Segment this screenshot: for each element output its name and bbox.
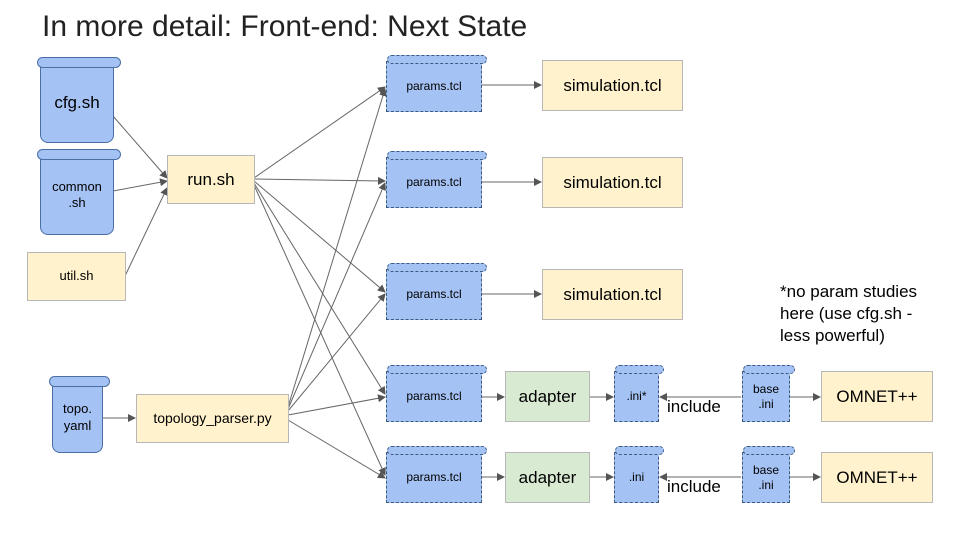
params-tcl-label: params.tcl [406,470,462,484]
edge-cfg-run [112,115,168,179]
edge-util-run [124,187,168,277]
params-tcl-label: params.tcl [406,287,462,301]
params-tcl-file-1: params.tcl [386,55,487,112]
common-sh-file: common .sh [37,149,121,235]
run-sh-label: run.sh [187,169,235,189]
simulation-tcl-box-1: simulation.tcl [542,60,683,111]
scroll-curl [743,446,795,455]
params-tcl-label: params.tcl [406,389,462,403]
scroll-curl [387,263,487,272]
page-title: In more detail: Front-end: Next State [42,10,528,43]
run-sh-box: run.sh [167,155,255,204]
edge-run-params4 [253,182,386,395]
scroll-curl [387,365,487,374]
simulation-tcl-label: simulation.tcl [563,284,662,304]
edge-parser-params1 [287,88,387,408]
params-tcl-label: params.tcl [406,79,462,93]
common-sh-label: common .sh [52,178,102,210]
base-ini-file-2: base .ini [742,446,795,503]
base-ini-file-1: base .ini [742,365,795,422]
topo-yaml-label: topo. yaml [63,401,92,433]
simulation-tcl-box-2: simulation.tcl [542,157,683,208]
cfg-sh-label: cfg.sh [54,93,100,113]
omnet-box-1: OMNET++ [821,371,933,422]
ini-file-1: .ini* [614,365,664,422]
params-tcl-label: params.tcl [406,175,462,189]
scroll-curl [37,57,121,68]
base-ini-label: base .ini [752,381,780,411]
include-label-2: include [667,477,721,496]
scroll-curl [615,365,664,374]
edge-parser-params2 [287,182,386,410]
simulation-tcl-label: simulation.tcl [563,172,662,192]
scroll-curl [615,446,664,455]
edge-common-run [112,178,168,192]
params-tcl-file-5: params.tcl [386,446,487,503]
edge-run-params5 [253,184,386,476]
util-sh-box: util.sh [27,252,126,301]
topology-parser-label: topology_parser.py [153,409,272,426]
edge-parser-params4 [287,394,386,416]
topo-yaml-file: topo. yaml [49,376,110,453]
cfg-sh-file: cfg.sh [37,57,121,143]
adapter-label: adapter [518,467,577,487]
edge-parser-params3 [287,293,386,412]
base-ini-label: base .ini [752,462,780,492]
omnet-label: OMNET++ [836,386,918,406]
topology-parser-box: topology_parser.py [136,394,289,443]
include-label-1: include [667,397,721,416]
adapter-box-2: adapter [505,452,590,503]
adapter-box-1: adapter [505,371,590,422]
edge-run-params1 [253,86,386,179]
scroll-curl [743,365,795,374]
scroll-curl [387,151,487,160]
scroll-curl [387,446,487,455]
omnet-box-2: OMNET++ [821,452,933,503]
simulation-tcl-box-3: simulation.tcl [542,269,683,320]
scroll-curl [387,55,487,64]
params-tcl-file-3: params.tcl [386,263,487,320]
omnet-label: OMNET++ [836,467,918,487]
adapter-label: adapter [518,386,577,406]
scroll-curl [49,376,110,387]
edge-run-params2 [253,176,386,185]
edge-parser-params5 [287,419,386,479]
ini-file-2: .ini [614,446,664,503]
ini-label: .ini* [626,389,647,403]
simulation-tcl-label: simulation.tcl [563,75,662,95]
util-sh-label: util.sh [59,268,94,284]
edge-run-params3 [253,180,386,293]
scroll-curl [37,149,121,160]
param-studies-note: *no param studies here (use cfg.sh - les… [780,282,918,346]
params-tcl-file-2: params.tcl [386,151,487,208]
params-tcl-file-4: params.tcl [386,365,487,422]
ini-label: .ini [628,470,645,484]
